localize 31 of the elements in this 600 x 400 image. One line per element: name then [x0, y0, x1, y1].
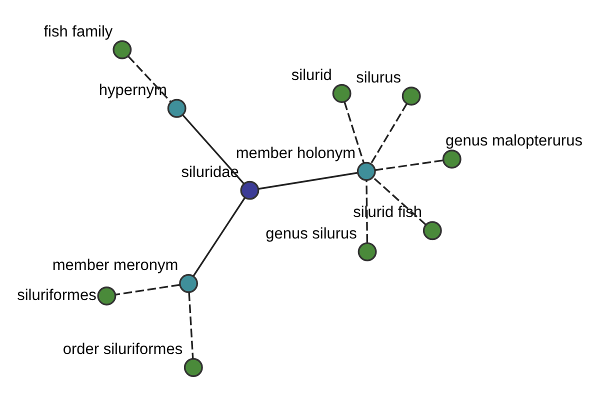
- connector: [366, 180, 368, 243]
- node-label: order siluriformes: [62, 341, 183, 358]
- connector: [370, 103, 408, 164]
- connector: [116, 284, 180, 296]
- connector: [258, 172, 358, 190]
- node-circle: [358, 242, 377, 262]
- node-label: silurid: [291, 67, 332, 84]
- connector: [188, 292, 194, 359]
- connector: [192, 197, 246, 276]
- node-circle: [240, 180, 260, 200]
- node-circle: [97, 286, 116, 306]
- node-label: genus malopterurus: [445, 132, 582, 150]
- node-circle: [184, 358, 203, 377]
- connector: [344, 102, 365, 164]
- node-label: siluriformes: [17, 286, 96, 304]
- node-circle: [167, 98, 186, 118]
- node-circle: [402, 86, 421, 106]
- node-label: silurus: [356, 70, 401, 87]
- node-label: genus silurus: [266, 225, 357, 242]
- node-label: member holonym: [236, 144, 356, 162]
- node-circle: [356, 162, 376, 181]
- node-label: fish family: [44, 23, 113, 40]
- node-label: hypernym: [98, 82, 167, 99]
- node-label: member meronym: [52, 257, 178, 274]
- node-circle: [179, 274, 198, 293]
- connector: [375, 160, 443, 171]
- node-circle: [332, 84, 352, 103]
- node-circle: [112, 40, 132, 60]
- node-circle: [422, 221, 442, 240]
- node-circle: [442, 150, 462, 169]
- connector: [128, 56, 172, 102]
